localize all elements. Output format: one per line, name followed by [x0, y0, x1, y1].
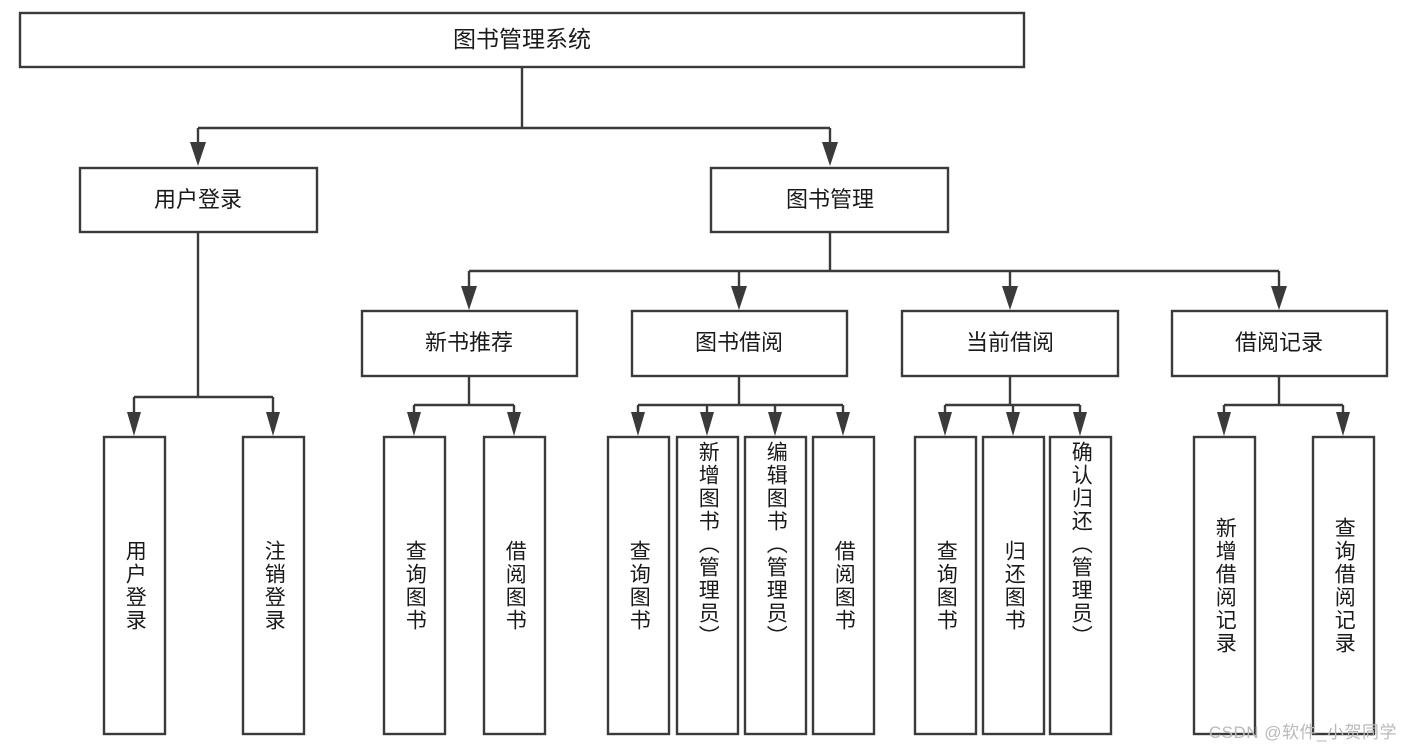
node-new-book-recommend[interactable]: 新书推荐 [360, 309, 579, 378]
leaf-box-user-login-0[interactable] [102, 435, 167, 736]
arrow-head-icon [1217, 412, 1231, 436]
node-new-book-recommend-label: 新书推荐 [425, 330, 513, 355]
connector-userlogin-to-leaves [127, 232, 280, 436]
node-borrow-record[interactable]: 借阅记录 [1170, 309, 1389, 378]
arrow-head-icon [822, 142, 838, 166]
arrow-head-icon [631, 412, 645, 436]
connector-currentborrow-to-leaves [938, 376, 1087, 436]
node-current-borrow[interactable]: 当前借阅 [900, 309, 1120, 378]
node-borrow-record-label: 借阅记录 [1235, 330, 1323, 355]
node-book-borrow-label: 图书借阅 [695, 330, 783, 355]
arrow-head-icon [938, 412, 952, 436]
arrow-head-icon [461, 286, 477, 310]
leaf-box-book-borrow-3[interactable] [811, 435, 876, 736]
connector-root-to-level2 [190, 67, 838, 166]
leaf-box-user-login-1[interactable] [241, 435, 306, 736]
arrow-head-icon [1336, 412, 1350, 436]
node-root-system[interactable]: 图书管理系统 [18, 11, 1026, 69]
leaf-box-current-borrow-0[interactable] [913, 435, 978, 736]
node-root-label: 图书管理系统 [453, 26, 591, 52]
arrow-head-icon [1271, 286, 1287, 310]
leaf-box-borrow-record-1[interactable] [1311, 435, 1376, 736]
connector-borrowrecord-to-leaves [1217, 376, 1350, 436]
arrow-head-icon [407, 412, 421, 436]
node-book-management-label: 图书管理 [786, 187, 874, 212]
arrow-head-icon [700, 412, 714, 436]
connector-newbook-to-leaves [407, 376, 521, 436]
node-user-login-label: 用户登录 [154, 187, 242, 212]
arrow-head-icon [768, 412, 782, 436]
connector-bookmgmt-to-level3 [461, 232, 1287, 310]
arrow-head-icon [731, 286, 747, 310]
leaf-box-current-borrow-2[interactable] [1048, 435, 1113, 736]
watermark-text: CSDN @软件_小贺同学 [1208, 723, 1397, 742]
arrow-head-icon [836, 412, 850, 436]
leaf-box-book-borrow-2[interactable] [743, 435, 808, 736]
leaf-box-new-book-0[interactable] [382, 435, 447, 736]
leaf-box-borrow-record-0[interactable] [1192, 435, 1257, 736]
node-book-borrow[interactable]: 图书借阅 [630, 309, 849, 378]
arrow-head-icon [1073, 412, 1087, 436]
arrow-head-icon [507, 412, 521, 436]
leaf-box-book-borrow-0[interactable] [606, 435, 671, 736]
connector-bookborrow-to-leaves [631, 376, 850, 436]
leaf-box-new-book-1[interactable] [482, 435, 547, 736]
arrow-head-icon [266, 412, 280, 436]
arrow-head-icon [127, 412, 141, 436]
node-book-management[interactable]: 图书管理 [709, 166, 950, 234]
arrow-head-icon [1006, 412, 1020, 436]
arrow-head-icon [1002, 286, 1018, 310]
arrow-head-icon [190, 142, 206, 166]
node-user-login[interactable]: 用户登录 [78, 166, 319, 234]
leaf-box-current-borrow-1[interactable] [981, 435, 1046, 736]
node-current-borrow-label: 当前借阅 [966, 330, 1054, 355]
leaf-box-book-borrow-1[interactable] [675, 435, 740, 736]
